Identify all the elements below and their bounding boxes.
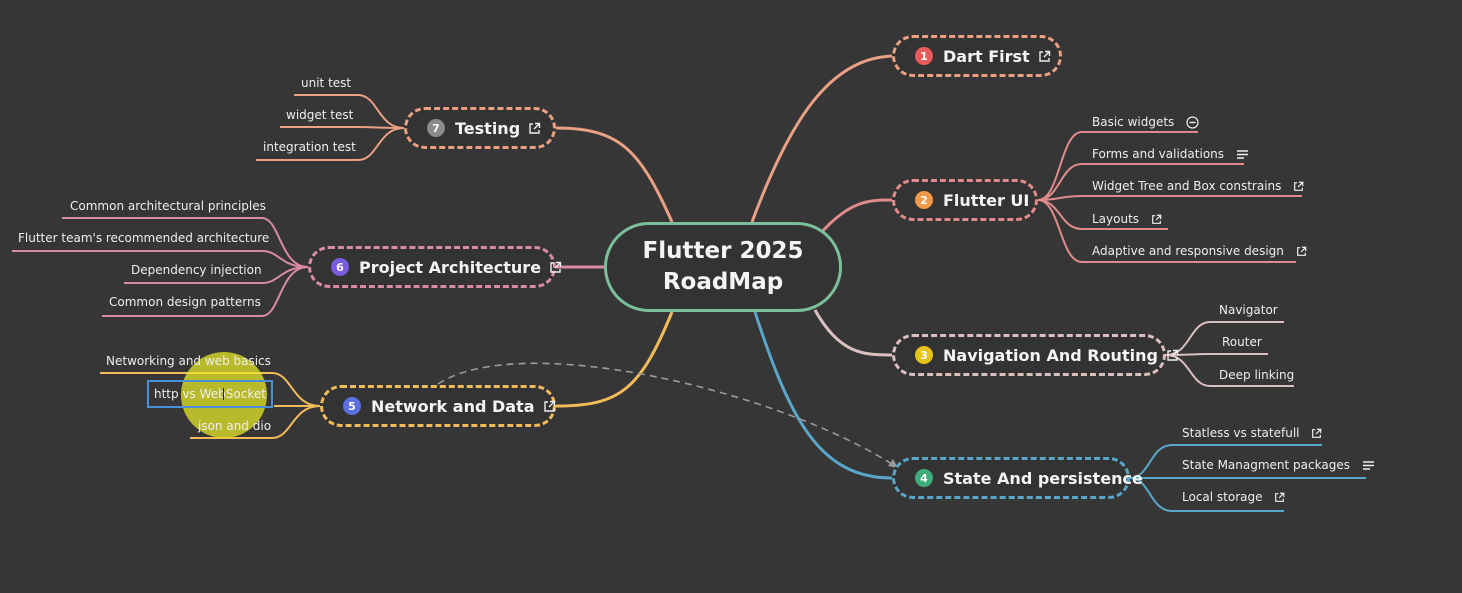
number-badge: 3: [915, 346, 933, 364]
root-title-line1: Flutter 2025: [642, 238, 804, 264]
leaf-label: widget test: [286, 108, 354, 122]
leaf-label: unit test: [301, 76, 352, 90]
leaf-basic-widgets[interactable]: Basic widgets: [1092, 113, 1199, 131]
topic-label: Flutter UI: [943, 190, 1030, 210]
leaf-label: Layouts: [1092, 212, 1140, 226]
topic-label: Navigation And Routing: [943, 345, 1158, 365]
leaf-label: Networking and web basics: [106, 354, 271, 368]
external-link-icon[interactable]: [1151, 214, 1162, 225]
leaf-label: Flutter team's recommended architecture: [18, 231, 270, 245]
leaf-label: Dependency injection: [131, 263, 262, 277]
number-badge: 4: [915, 469, 933, 487]
leaf-label: Common architectural principles: [70, 199, 266, 213]
leaf-label: Forms and validations: [1092, 147, 1225, 161]
leaf-router[interactable]: Router: [1222, 333, 1262, 351]
leaf-label: Adaptive and responsive design: [1092, 244, 1284, 258]
leaf-deep-linking[interactable]: Deep linking: [1219, 366, 1294, 384]
external-link-icon[interactable]: [1038, 50, 1051, 63]
external-link-icon[interactable]: [543, 400, 556, 413]
topic-label: Testing: [455, 118, 521, 138]
leaf-label: Basic widgets: [1092, 115, 1175, 129]
external-link-icon[interactable]: [1274, 492, 1285, 503]
connectors-testing: [256, 94, 405, 161]
leaf-dependency-injection[interactable]: Dependency injection: [131, 261, 262, 279]
cursor-highlight: [181, 352, 267, 438]
connector-root-state: [753, 311, 893, 480]
leaf-label: Local storage: [1182, 490, 1263, 504]
leaf-state-management[interactable]: State Managment packages: [1182, 456, 1375, 474]
notes-icon[interactable]: [1362, 460, 1375, 471]
leaf-label: http vs WebSocket: [154, 387, 266, 401]
topic-network-data[interactable]: 5 Network and Data: [320, 385, 556, 427]
selected-node-outline: [147, 380, 273, 408]
leaf-forms-validations[interactable]: Forms and validations: [1092, 145, 1249, 163]
external-link-icon[interactable]: [549, 261, 562, 274]
number-badge: 2: [915, 191, 933, 209]
connectors-state: [1129, 444, 1366, 512]
leaf-http-vs-websocket[interactable]: http vs WebSocket: [154, 385, 266, 403]
topic-label: Project Architecture: [359, 257, 542, 277]
leaf-label: integration test: [263, 140, 356, 154]
connectors-flutter-ui: [1037, 131, 1302, 263]
leaf-design-patterns[interactable]: Common design patterns: [109, 293, 261, 311]
external-link-icon[interactable]: [528, 122, 541, 135]
leaf-label: Router: [1222, 335, 1262, 349]
notes-icon[interactable]: [1236, 149, 1249, 160]
leaf-stateless-stateful[interactable]: Statless vs statefull: [1182, 424, 1322, 442]
leaf-label: json and dio: [198, 419, 272, 433]
leaf-widget-test[interactable]: widget test: [286, 106, 353, 124]
topic-dart-first[interactable]: 1 Dart First: [892, 35, 1062, 77]
leaf-navigator[interactable]: Navigator: [1219, 301, 1278, 319]
external-link-icon[interactable]: [1311, 428, 1322, 439]
root-title-line2: RoadMap: [662, 269, 784, 295]
topic-label: Network and Data: [371, 396, 535, 416]
number-badge: 1: [915, 47, 933, 65]
leaf-layouts[interactable]: Layouts: [1092, 210, 1162, 228]
leaf-label: Deep linking: [1219, 368, 1295, 382]
text-cursor: [223, 388, 224, 400]
connector-root-flutter-ui: [818, 198, 893, 235]
number-badge: 7: [427, 119, 445, 137]
leaf-label: Widget Tree and Box constrains: [1092, 179, 1282, 193]
relationship-dashed-arrow: [437, 362, 899, 469]
leaf-unit-test[interactable]: unit test: [301, 74, 351, 92]
leaf-networking-web-basics[interactable]: Networking and web basics: [106, 352, 271, 370]
topic-navigation-routing[interactable]: 3 Navigation And Routing: [892, 334, 1179, 376]
connectors-architecture: [12, 217, 309, 317]
number-badge: 6: [331, 258, 349, 276]
root-node[interactable]: Flutter 2025 RoadMap: [604, 222, 842, 312]
leaf-integration-test[interactable]: integration test: [263, 138, 356, 156]
leaf-label: Common design patterns: [109, 295, 261, 309]
connector-root-dart: [750, 54, 893, 223]
leaf-adaptive-responsive[interactable]: Adaptive and responsive design: [1092, 242, 1307, 260]
connector-root-network: [555, 311, 674, 408]
topic-label: State And persistence: [943, 468, 1143, 488]
topic-label: Dart First: [943, 46, 1030, 66]
leaf-label: Navigator: [1219, 303, 1278, 317]
number-badge: 5: [343, 397, 361, 415]
external-link-icon[interactable]: [1166, 349, 1179, 362]
topic-flutter-ui[interactable]: 2 Flutter UI: [892, 179, 1038, 221]
external-link-icon[interactable]: [1293, 181, 1304, 192]
external-link-icon[interactable]: [1296, 246, 1307, 257]
leaf-recommended-architecture[interactable]: Flutter team's recommended architecture: [18, 229, 269, 247]
leaf-json-and-dio[interactable]: json and dio: [198, 417, 271, 435]
topic-state-persistence[interactable]: 4 State And persistence: [892, 457, 1143, 499]
topic-testing[interactable]: 7 Testing: [404, 107, 556, 149]
connector-root-testing: [555, 126, 674, 223]
leaf-architectural-principles[interactable]: Common architectural principles: [70, 197, 266, 215]
leaf-widget-tree[interactable]: Widget Tree and Box constrains: [1092, 177, 1304, 195]
connectors-navigation: [1165, 321, 1294, 387]
topic-project-architecture[interactable]: 6 Project Architecture: [308, 246, 562, 288]
leaf-label: Statless vs statefull: [1182, 426, 1300, 440]
connector-root-navigation: [813, 309, 893, 357]
leaf-local-storage[interactable]: Local storage: [1182, 488, 1285, 506]
leaf-label: State Managment packages: [1182, 458, 1350, 472]
collapse-icon[interactable]: [1186, 116, 1199, 129]
